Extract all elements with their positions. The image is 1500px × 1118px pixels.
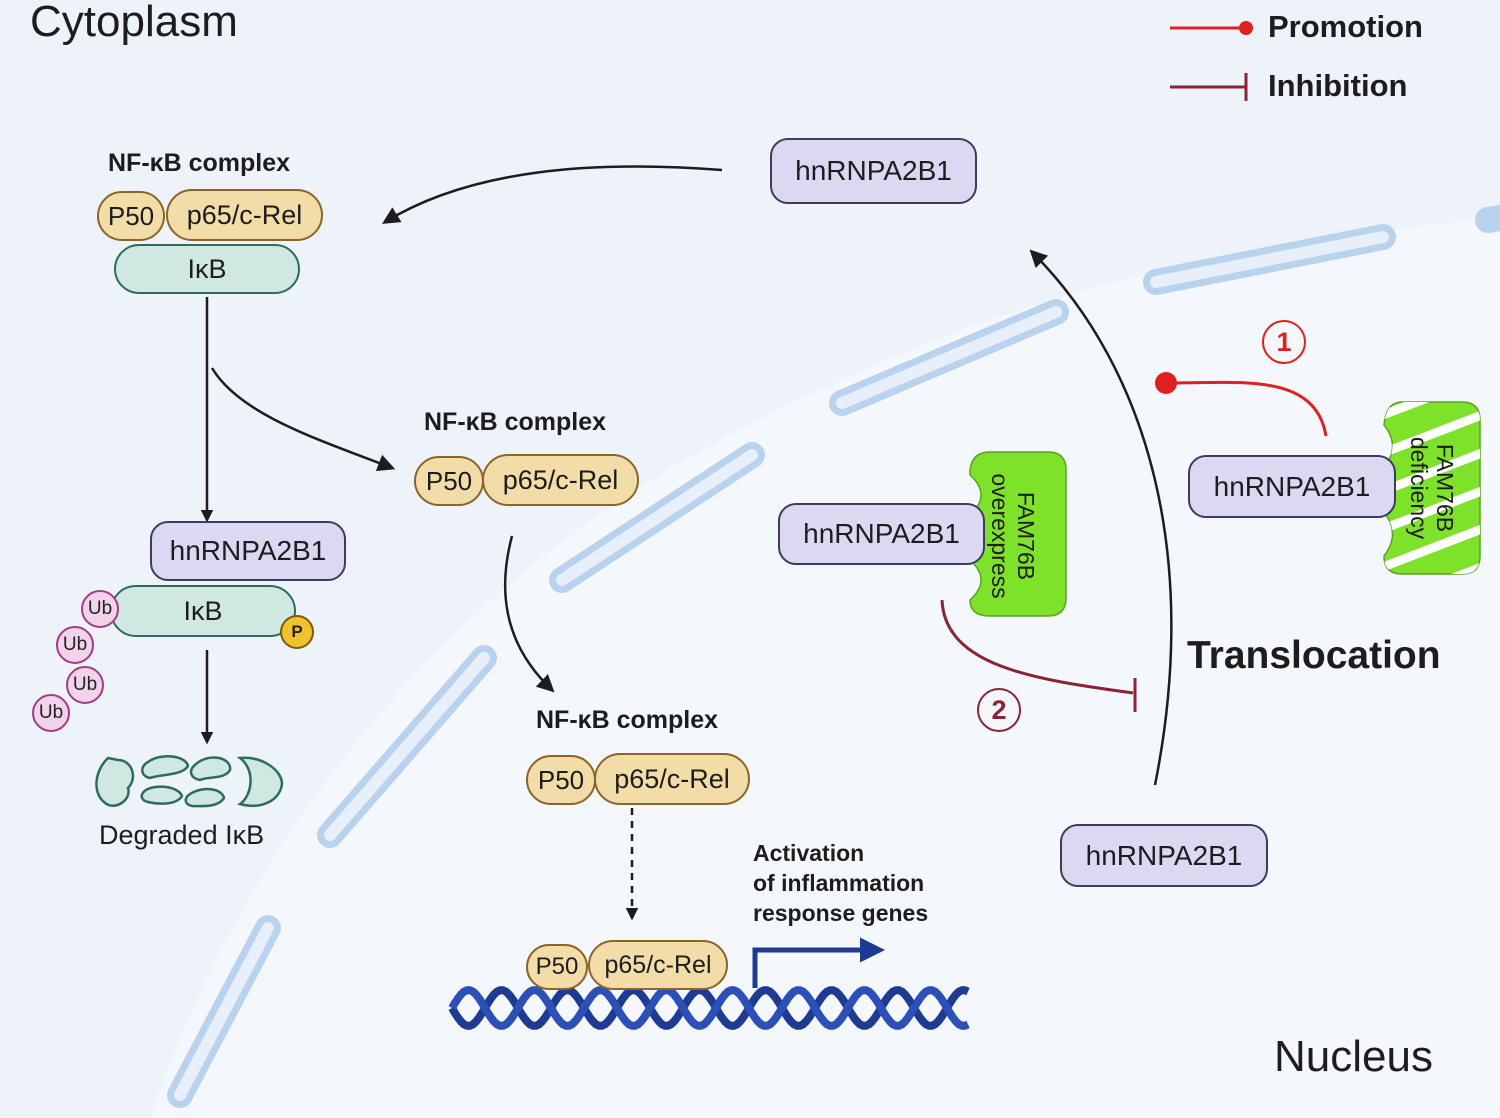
fam76b-overexpress-state: overexpress xyxy=(987,473,1013,599)
activation-text: Activation of inflammation response gene… xyxy=(753,838,928,928)
nucleus-region xyxy=(150,218,1500,1118)
p65-subunit-nuclear: p65/c-Rel xyxy=(594,753,750,805)
fam76b-deficiency-name: FAM76B xyxy=(1432,443,1458,533)
complex-title-mid: NF-κB complex xyxy=(424,408,607,436)
degraded-ikb-fragments xyxy=(95,754,284,808)
fam76b-deficiency-state: deficiency xyxy=(1406,436,1432,540)
p65-subunit-dna: p65/c-Rel xyxy=(588,940,728,990)
p50-subunit-nuclear: P50 xyxy=(526,755,596,805)
p65-subunit-mid: p65/c-Rel xyxy=(482,454,639,506)
fam76b-deficiency-label: FAM76B deficiency xyxy=(1406,418,1458,558)
fam76b-overexpress-shape xyxy=(969,451,1067,617)
arrow-release-complex xyxy=(210,367,396,472)
marker-two: ②2 xyxy=(977,688,1021,732)
ubiquitin-4: Ub xyxy=(32,694,70,732)
inhibition-line xyxy=(940,599,1137,712)
p65-subunit-top: p65/c-Rel xyxy=(166,189,323,241)
complex-title-nuclear: NF-κB complex xyxy=(536,706,719,734)
legend-promotion-symbol xyxy=(1170,21,1253,35)
hnrnpa2b1-cytoplasmic: hnRNPA2B1 xyxy=(770,138,977,204)
arrow-hnrnp-to-complex xyxy=(382,165,723,224)
nuclear-envelope xyxy=(167,205,1500,1108)
hnrnpa2b1-overexpress: hnRNPA2B1 xyxy=(778,503,985,565)
hnrnpa2b1-bound: hnRNPA2B1 xyxy=(150,521,346,581)
complex-title-top: NF-κB complex xyxy=(108,149,291,177)
activation-line-2: of inflammation xyxy=(753,870,925,896)
arrow-translocation xyxy=(1029,249,1173,786)
fam76b-overexpress-label: FAM76B overexpress xyxy=(987,461,1039,611)
hnrnpa2b1-deficiency: hnRNPA2B1 xyxy=(1188,455,1396,518)
ubiquitin-2: Ub xyxy=(56,626,94,664)
ubiquitin-1: Ub xyxy=(81,590,119,628)
hnrnpa2b1-nuclear: hnRNPA2B1 xyxy=(1060,824,1268,887)
ikb-protein-top: IκB xyxy=(114,244,300,294)
p50-subunit-mid: P50 xyxy=(414,456,484,506)
promotion-line xyxy=(1155,372,1328,437)
phosphate-group: P xyxy=(280,615,314,649)
degraded-ikb-label: Degraded IκB xyxy=(99,820,265,850)
p50-subunit-top: P50 xyxy=(97,191,165,241)
legend-promotion-label: Promotion xyxy=(1268,9,1423,44)
p50-subunit-dna: P50 xyxy=(526,944,588,990)
legend-inhibition-symbol xyxy=(1170,73,1248,101)
arrow-into-nucleus xyxy=(503,535,555,693)
nucleus-label: Nucleus xyxy=(1274,1032,1433,1081)
cytoplasm-label: Cytoplasm xyxy=(30,0,238,46)
transcription-arrow xyxy=(752,937,885,988)
ubiquitin-3: Ub xyxy=(66,666,104,704)
dna-helix xyxy=(448,986,970,1030)
translocation-label: Translocation xyxy=(1187,634,1441,677)
activation-line-1: Activation xyxy=(753,840,865,866)
fam76b-overexpress-name: FAM76B xyxy=(1013,491,1039,581)
ikb-protein-ubiquitinated: IκB xyxy=(110,585,296,637)
marker-one: ①1 xyxy=(1262,320,1306,364)
legend-inhibition-label: Inhibition xyxy=(1268,68,1408,103)
activation-line-3: response genes xyxy=(753,900,929,926)
